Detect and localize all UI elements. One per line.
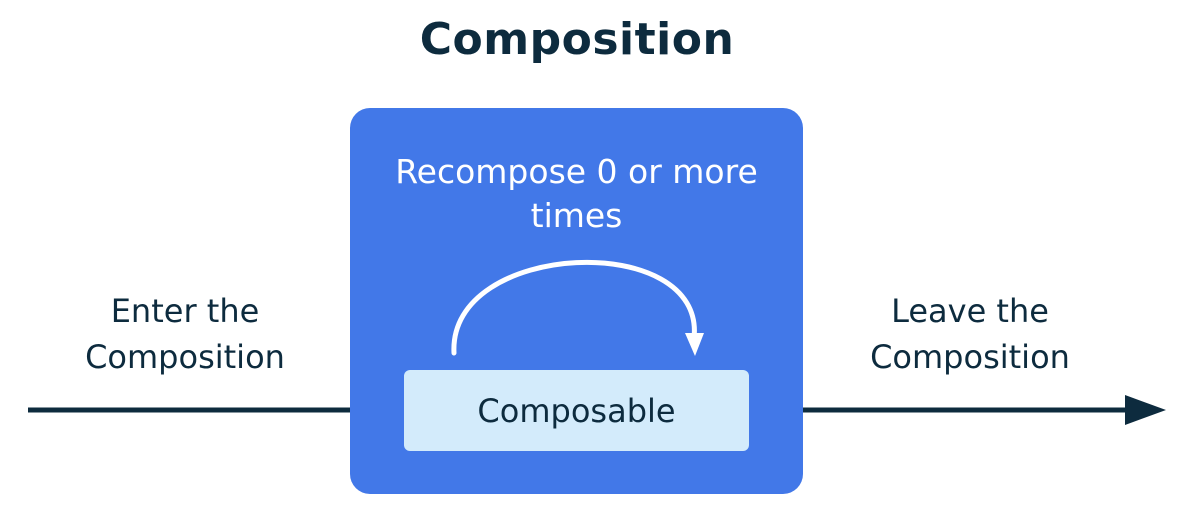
composable-box: Composable (404, 370, 749, 451)
leave-arrow-head (1125, 395, 1166, 425)
recompose-label: Recompose 0 or more times (350, 150, 803, 238)
recompose-text: Recompose 0 or more times (395, 152, 758, 235)
recompose-loop-arrowhead (685, 333, 704, 356)
composable-label: Composable (477, 391, 676, 430)
recompose-loop-arc (451, 259, 697, 356)
enter-label: Enter the Composition (85, 292, 285, 376)
diagram-title: Composition (419, 14, 735, 65)
leave-label: Leave the Composition (870, 292, 1070, 376)
